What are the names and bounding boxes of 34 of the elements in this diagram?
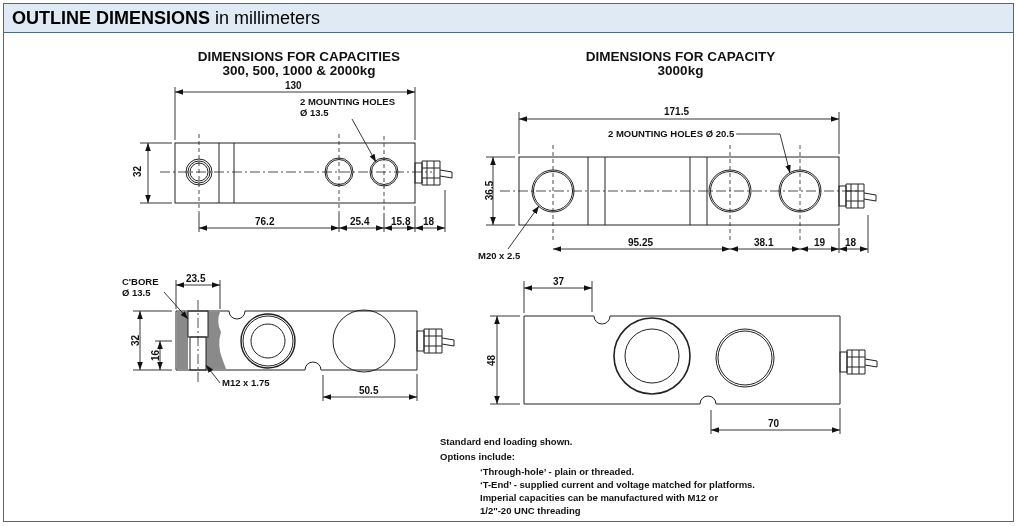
dimension-value: 48 — [486, 354, 498, 367]
dimension-value: 95.25 — [628, 237, 654, 248]
dimension-value: 70 — [768, 418, 780, 429]
dimension-value: 23.5 — [186, 273, 206, 284]
dimension-value: 38.1 — [754, 237, 774, 248]
note-text: Standard end loading shown. — [440, 435, 573, 448]
dimension-value: 76.2 — [255, 216, 275, 227]
dimension-value: 130 — [285, 80, 302, 91]
callout-label: 2 MOUNTING HOLES Ø 13.5 — [300, 96, 396, 118]
dimension-value: 19 — [814, 237, 826, 248]
dimension-value: 18 — [423, 216, 435, 227]
dimension-value: 32 — [132, 165, 144, 178]
dimension-value: 50.5 — [359, 385, 379, 396]
dimension-value: 15.8 — [391, 216, 411, 227]
note-text: Imperial capacities can be manufactured with M12 or 1/2"-20 UNC threading — [480, 491, 720, 517]
dimension-value: 18 — [845, 237, 857, 248]
counterbore — [187, 310, 209, 338]
callout-label: 2 MOUNTING HOLES Ø 20.5 — [608, 128, 735, 139]
callout-label: M20 x 2.5 — [478, 250, 521, 261]
note-text: Options include: — [440, 450, 515, 463]
callout-label: M12 x 1.75 — [222, 377, 270, 388]
dimension-value: 25.4 — [350, 216, 370, 227]
dimension-value: 36.5 — [484, 180, 496, 201]
callout-label: C'BORE Ø 13.5 — [122, 276, 162, 298]
dimension-value: 171.5 — [664, 106, 690, 117]
note-text: ‘Through-hole’ - plain or threaded. — [480, 465, 635, 478]
dimension-value: 37 — [553, 276, 565, 287]
threaded-hole — [189, 336, 207, 371]
page-title: OUTLINE DIMENSIONS in millimeters — [4, 4, 1013, 33]
section-heading: DIMENSIONS FOR CAPACITY 3000kg — [584, 50, 777, 78]
note-text: ‘T-End’ - supplied current and voltage matched for platforms. — [480, 478, 755, 491]
dimension-value: 16 — [150, 349, 162, 362]
section-heading: DIMENSIONS FOR CAPACITIES 300, 500, 1000 & 2000kg — [196, 50, 402, 78]
dimension-value: 32 — [130, 334, 142, 347]
